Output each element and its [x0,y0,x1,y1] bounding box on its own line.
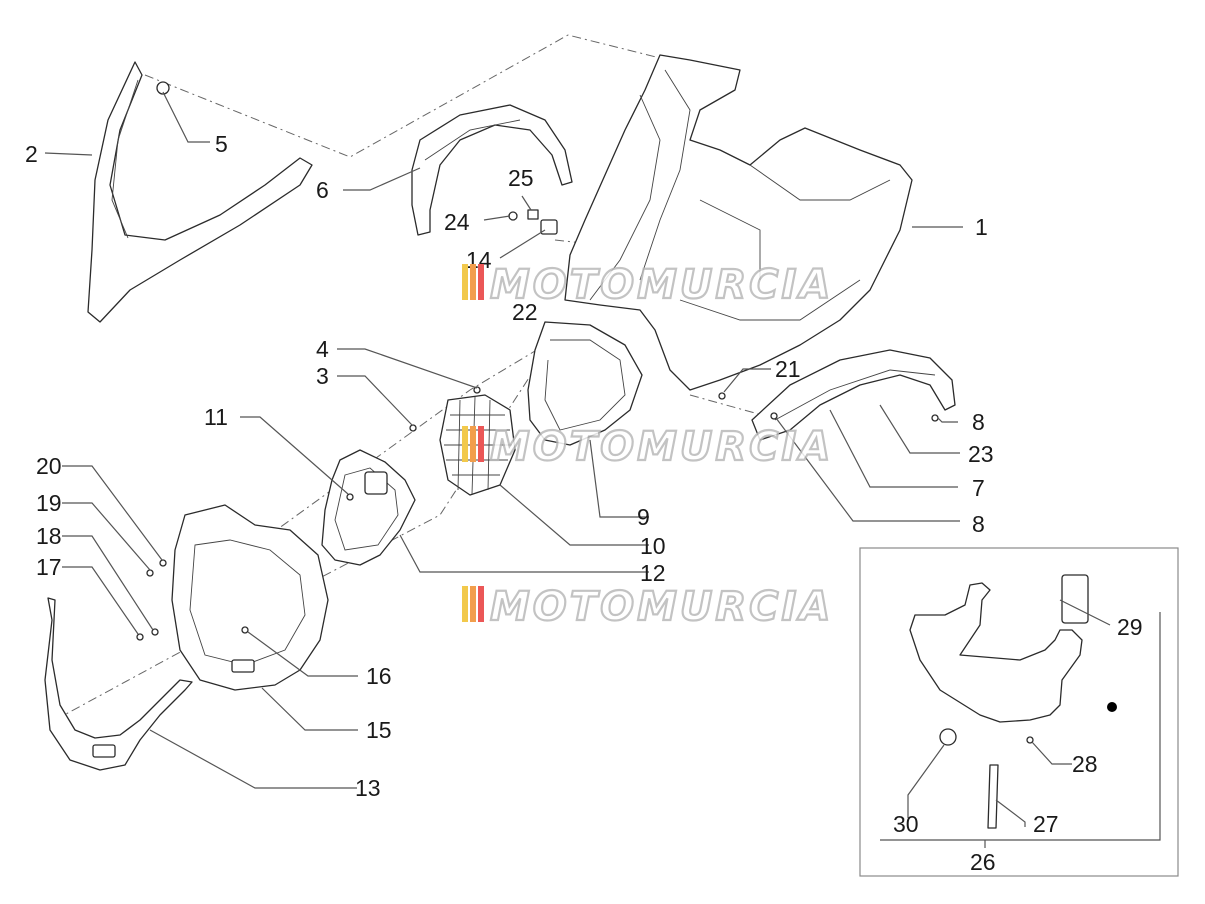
callout-7: 7 [972,475,985,501]
inset-bracket-kit [859,547,1179,877]
callout-6: 6 [316,177,329,203]
callout-9: 9 [637,504,650,530]
bottom-cover-part [44,597,193,771]
callout-22: 22 [512,299,538,325]
callout-10: 10 [640,533,666,559]
inner-frame-part [321,449,416,566]
callout-labels: 1 2 3 4 5 6 7 8 8 9 10 11 12 13 14 15 16… [25,131,1143,875]
watermark-top: MOTOMURCIA [462,261,833,309]
callout-29: 29 [1117,614,1143,640]
callout-18: 18 [36,523,62,549]
watermark-text: MOTOMURCIA [490,262,833,308]
kit-marker-dot [1107,702,1117,712]
callout-16: 16 [366,663,392,689]
cap-part [156,81,170,95]
callout-21: 21 [775,356,801,382]
callout-12: 12 [640,560,666,586]
small-hardware [508,209,558,235]
callout-13: 13 [355,775,381,801]
callout-23: 23 [968,441,994,467]
callout-17: 17 [36,554,62,580]
callout-4: 4 [316,336,329,362]
callout-28: 28 [1072,751,1098,777]
callout-15: 15 [366,717,392,743]
callout-20: 20 [36,453,62,479]
upper-cover-part [87,61,313,323]
callout-2: 2 [25,141,38,167]
callout-11: 11 [204,404,228,430]
callout-8a: 8 [972,409,985,435]
screws [136,386,939,641]
watermark-text: MOTOMURCIA [490,584,833,630]
headlight-frame-part [527,321,643,446]
callout-19: 19 [36,490,62,516]
callout-25: 25 [508,165,534,191]
callout-8b: 8 [972,511,985,537]
callout-24: 24 [444,209,470,235]
callout-27: 27 [1033,811,1059,837]
lower-front-cover-part [171,504,329,691]
callout-5: 5 [215,131,228,157]
callout-26: 26 [970,849,996,875]
upper-trim-part [411,104,573,236]
callout-3: 3 [316,363,329,389]
callout-30: 30 [893,811,919,837]
watermark-text: MOTOMURCIA [490,424,833,470]
watermark-middle: MOTOMURCIA [462,423,833,471]
callout-1: 1 [975,214,988,240]
watermark-bottom: MOTOMURCIA [462,583,833,631]
side-trim-part [751,349,956,441]
front-shield-part [564,54,913,391]
leader-lines [44,91,1072,848]
